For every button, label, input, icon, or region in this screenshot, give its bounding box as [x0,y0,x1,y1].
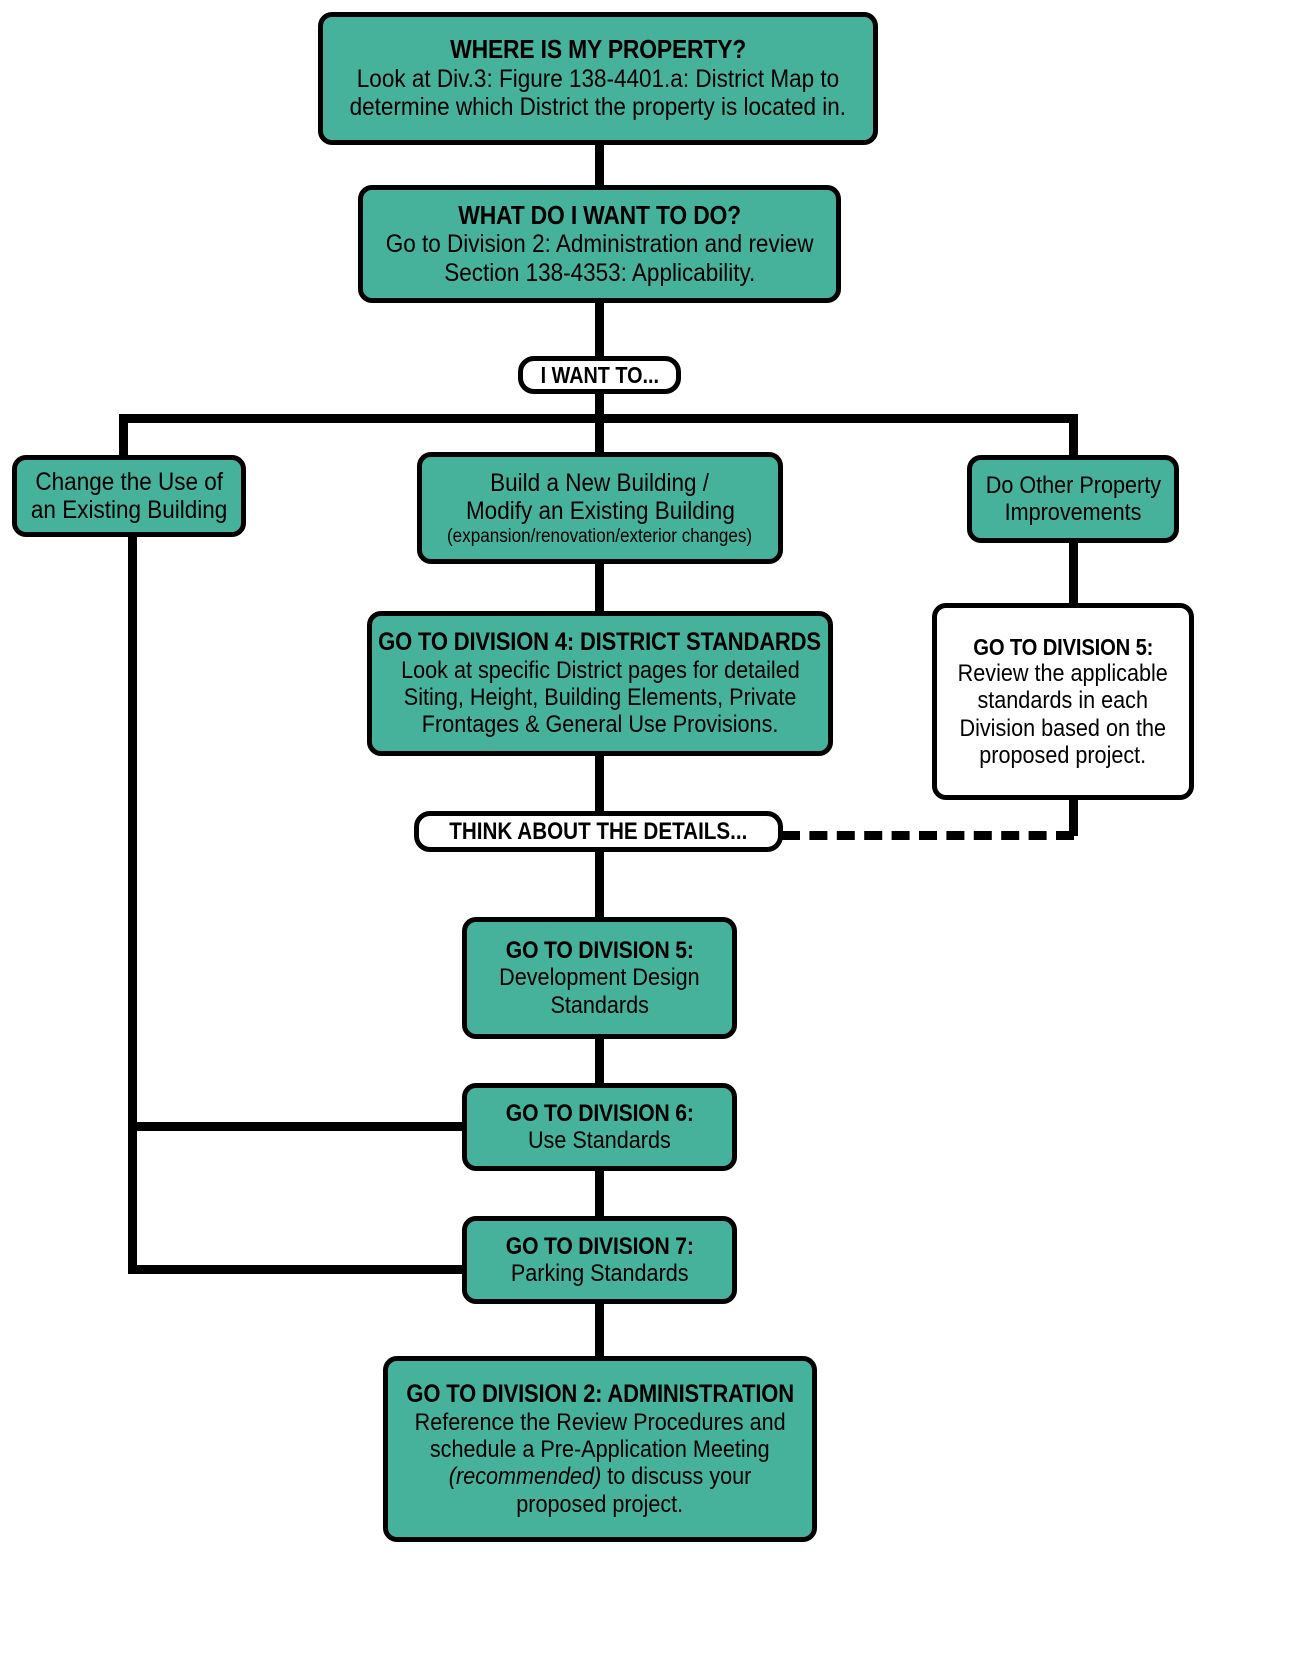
node-line-2: Modify an Existing Building [465,497,735,526]
node-line-2: Section 138-4353: Applicability. [443,258,756,287]
node-line-1: Review the applicable [957,659,1169,687]
dashed-connector-div5right-to-think [782,831,1074,840]
connector-buildnew-to-div4 [595,560,604,616]
node-go-to-division-7[interactable]: GO TO DIVISION 7: Parking Standards [462,1216,737,1304]
node-line-1: Parking Standards [510,1260,689,1287]
node-line-2: an Existing Building [30,496,228,524]
node-line-1: Look at Div.3: Figure 138-4401.a: Distri… [356,64,840,93]
node-heading: GO TO DIVISION 4: DISTRICT STANDARDS [378,628,822,657]
node-go-to-division-4[interactable]: GO TO DIVISION 4: DISTRICT STANDARDS Loo… [367,611,833,756]
node-heading: GO TO DIVISION 5: [973,633,1153,660]
connector-bus-to-other-improvements [1069,414,1078,458]
node-line-3: (recommended) to discuss your [449,1463,752,1490]
connector-bus-to-change-use [119,414,128,458]
node-line-3: Division based on the [959,714,1167,742]
connector-div4-to-think [595,752,604,814]
node-heading: GO TO DIVISION 2: ADMINISTRATION [406,1380,794,1409]
node-line-1: Go to Division 2: Administration and rev… [385,230,814,259]
node-go-to-division-2-administration[interactable]: GO TO DIVISION 2: ADMINISTRATION Referen… [383,1356,817,1542]
node-build-new-building[interactable]: Build a New Building / Modify an Existin… [417,452,783,564]
node-line-3-italic: (recommended) [448,1463,602,1491]
node-heading: WHAT DO I WANT TO DO? [458,199,741,230]
node-line-2: Improvements [1004,499,1142,526]
node-line-1: Use Standards [528,1127,671,1154]
connector-changeuse-vertical [128,534,137,1274]
node-change-the-use[interactable]: Change the Use of an Existing Building [12,455,246,537]
node-go-to-division-6[interactable]: GO TO DIVISION 6: Use Standards [462,1083,737,1171]
node-line-3: Frontages & General Use Provisions. [421,711,779,739]
connector-div7-to-div2admin [595,1300,604,1360]
connector-iwant-to-bus [595,390,604,422]
connector-think-to-div5 [595,852,604,922]
connector-bus-to-build-new [595,414,604,458]
connector-changeuse-to-div7 [128,1265,468,1274]
node-line-2: schedule a Pre-Application Meeting [430,1435,770,1463]
node-line-2: Siting, Height, Building Elements, Priva… [403,684,797,712]
node-heading: WHERE IS MY PROPERTY? [450,34,746,65]
node-line-1: Change the Use of [35,467,223,496]
node-heading: GO TO DIVISION 7: [505,1232,694,1260]
connector-div5right-down [1069,796,1078,836]
node-line-2: Standards [550,991,649,1019]
node-do-other-property-improvements[interactable]: Do Other Property Improvements [967,455,1179,543]
node-line-1: Do Other Property [985,471,1161,499]
node-line-3-rest: to discuss your [601,1463,752,1491]
connector-where-to-what [595,140,604,190]
label-text: I WANT TO... [540,361,659,388]
connector-what-to-iwant [595,296,604,358]
node-what-do-i-want-to-do[interactable]: WHAT DO I WANT TO DO? Go to Division 2: … [358,185,841,303]
node-line-4: proposed project. [516,1490,684,1518]
node-line-2: standards in each [977,687,1149,715]
node-line-4: proposed project. [979,741,1147,769]
node-line-1: Reference the Review Procedures and [414,1408,786,1436]
label-think-about-the-details[interactable]: THINK ABOUT THE DETAILS... [414,811,783,852]
connector-div5-to-div6 [595,1038,604,1086]
node-line-3: (expansion/renovation/exterior changes) [447,525,753,547]
node-line-2: determine which District the property is… [349,93,847,122]
node-where-is-my-property[interactable]: WHERE IS MY PROPERTY? Look at Div.3: Fig… [318,12,878,145]
connector-changeuse-to-div6 [128,1122,468,1131]
label-text: THINK ABOUT THE DETAILS... [449,817,748,845]
node-heading: GO TO DIVISION 5: [505,936,694,964]
node-line-1: Development Design [499,964,700,992]
node-go-to-division-5[interactable]: GO TO DIVISION 5: Development Design Sta… [462,917,737,1039]
node-go-to-division-5-right[interactable]: GO TO DIVISION 5: Review the applicable … [932,603,1194,800]
connector-other-to-div5right [1069,542,1078,608]
node-line-1: Build a New Building / [490,468,710,497]
node-heading: GO TO DIVISION 6: [505,1099,694,1127]
connector-div6-to-div7 [595,1168,604,1216]
label-i-want-to[interactable]: I WANT TO... [518,356,681,394]
node-line-1: Look at specific District pages for deta… [400,656,800,684]
